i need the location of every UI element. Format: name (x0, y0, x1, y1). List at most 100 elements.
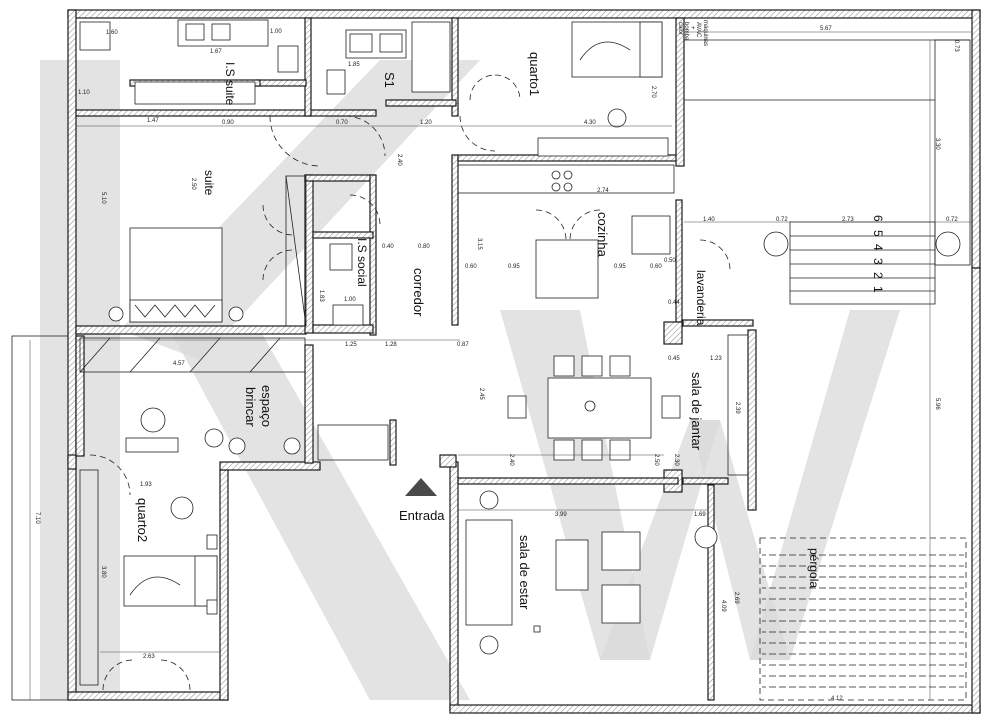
svg-text:2.45: 2.45 (478, 388, 484, 400)
bathroom-fixtures (79, 19, 451, 326)
wardrobes (79, 175, 749, 686)
svg-text:0.44: 0.44 (668, 300, 680, 306)
bed-quarto2 (123, 496, 218, 615)
entrance-label: Entrada (399, 508, 445, 523)
equipment-label: máquinas AVAC + bomba calor (677, 20, 708, 46)
room-label-is-social: I.S social (355, 238, 369, 287)
svg-text:2.63: 2.63 (143, 654, 155, 660)
room-label-sala-jantar: sala de jantar (689, 372, 704, 451)
svg-text:2.74: 2.74 (597, 188, 609, 194)
svg-text:0.80: 0.80 (418, 244, 430, 250)
stairs (789, 221, 936, 305)
room-label-is-suite: I.S suite (223, 62, 237, 106)
room-label-pergola: pérgola (807, 548, 821, 588)
room-label-lavanderia: lavanderia (694, 270, 708, 326)
svg-text:1.69: 1.69 (694, 512, 706, 518)
living-room-furniture (465, 490, 718, 655)
svg-text:1.67: 1.67 (210, 49, 222, 55)
svg-text:1.25: 1.25 (345, 342, 357, 348)
svg-text:0.95: 0.95 (614, 264, 626, 270)
svg-text:0.40: 0.40 (382, 244, 394, 250)
dining-table (507, 355, 681, 461)
door-swings (89, 74, 731, 691)
room-label-corredor: corredor (411, 268, 426, 317)
svg-text:4.57: 4.57 (173, 361, 185, 367)
svg-text:7.10: 7.10 (34, 512, 40, 524)
svg-text:0.72: 0.72 (946, 217, 958, 223)
kitchen-fixtures (457, 137, 675, 299)
svg-text:2.39: 2.39 (734, 402, 740, 414)
svg-text:0.60: 0.60 (650, 264, 662, 270)
svg-text:1.85: 1.85 (348, 62, 360, 68)
svg-text:+: + (689, 26, 695, 30)
svg-text:4.30: 4.30 (584, 120, 596, 126)
bed-quarto1 (571, 21, 663, 128)
svg-text:3.30: 3.30 (934, 138, 940, 150)
svg-text:2.50: 2.50 (190, 178, 196, 190)
svg-text:5.10: 5.10 (100, 192, 106, 204)
dimension-lines (29, 31, 972, 700)
room-label-s1: S1 (382, 72, 397, 88)
bed-suite (108, 227, 244, 323)
room-label-quarto2: quarto2 (135, 498, 150, 542)
svg-text:5.67: 5.67 (820, 26, 832, 32)
svg-text:calor: calor (677, 22, 683, 35)
svg-text:2.50: 2.50 (653, 454, 659, 466)
svg-text:4.09: 4.09 (720, 600, 726, 612)
svg-text:4: 4 (871, 244, 885, 251)
svg-text:5: 5 (871, 230, 885, 237)
entrance-marker: Entrada (399, 478, 445, 523)
svg-text:máquinas: máquinas (702, 20, 708, 46)
svg-text:2.40: 2.40 (508, 454, 514, 466)
svg-text:1.60: 1.60 (106, 30, 118, 36)
terrace (11, 39, 971, 701)
room-label-cozinha: cozinha (595, 212, 610, 258)
play-area-furniture (125, 407, 301, 455)
room-label-sala-estar: sala de estar (517, 535, 532, 610)
room-label-suite: suite (202, 170, 216, 196)
svg-text:3.15: 3.15 (476, 238, 482, 250)
svg-text:3.99: 3.99 (555, 512, 567, 518)
svg-text:2.73: 2.73 (842, 217, 854, 223)
svg-text:1: 1 (871, 286, 885, 293)
svg-text:6: 6 (871, 215, 885, 222)
stair-step-numbers: 6 5 4 3 2 1 (871, 215, 885, 293)
svg-text:1.23: 1.23 (710, 356, 722, 362)
svg-text:2.40: 2.40 (396, 154, 402, 166)
svg-text:0.60: 0.60 (465, 264, 477, 270)
svg-text:1.83: 1.83 (318, 290, 324, 302)
svg-text:1.28: 1.28 (385, 342, 397, 348)
svg-text:0.45: 0.45 (668, 356, 680, 362)
svg-text:0.70: 0.70 (336, 120, 348, 126)
svg-text:2: 2 (871, 272, 885, 279)
svg-text:0.72: 0.72 (776, 217, 788, 223)
svg-text:2.30: 2.30 (673, 454, 679, 466)
svg-text:bomba: bomba (683, 22, 689, 41)
svg-text:1.93: 1.93 (140, 482, 152, 488)
svg-text:3.80: 3.80 (100, 566, 106, 578)
svg-text:AVAC: AVAC (695, 22, 701, 38)
svg-text:1.00: 1.00 (270, 29, 282, 35)
svg-text:2.70: 2.70 (650, 86, 656, 98)
dimension-labels: 1.60 1.67 1.00 1.85 1.28 5.67 0.73 1.47 … (34, 26, 959, 702)
room-label-quarto1: quarto1 (527, 52, 542, 96)
svg-text:5.96: 5.96 (934, 398, 940, 410)
svg-text:3: 3 (871, 258, 885, 265)
svg-text:0.95: 0.95 (508, 264, 520, 270)
svg-text:4.12: 4.12 (831, 696, 843, 702)
svg-text:0.73: 0.73 (953, 40, 959, 52)
svg-text:0.87: 0.87 (457, 342, 469, 348)
svg-text:1.20: 1.20 (420, 120, 432, 126)
interior-walls (75, 17, 757, 701)
room-label-espaco-brincar-1: espaço (259, 385, 274, 427)
svg-text:1.00: 1.00 (344, 297, 356, 303)
svg-text:1.40: 1.40 (703, 217, 715, 223)
svg-text:2.69: 2.69 (733, 592, 739, 604)
entrance-arrow-icon (405, 478, 437, 496)
svg-text:1.10: 1.10 (78, 90, 90, 96)
room-label-espaco-brincar-2: brincar (243, 387, 258, 427)
svg-text:0.50: 0.50 (664, 258, 676, 264)
svg-text:1.47: 1.47 (147, 118, 159, 124)
svg-text:0.90: 0.90 (222, 120, 234, 126)
